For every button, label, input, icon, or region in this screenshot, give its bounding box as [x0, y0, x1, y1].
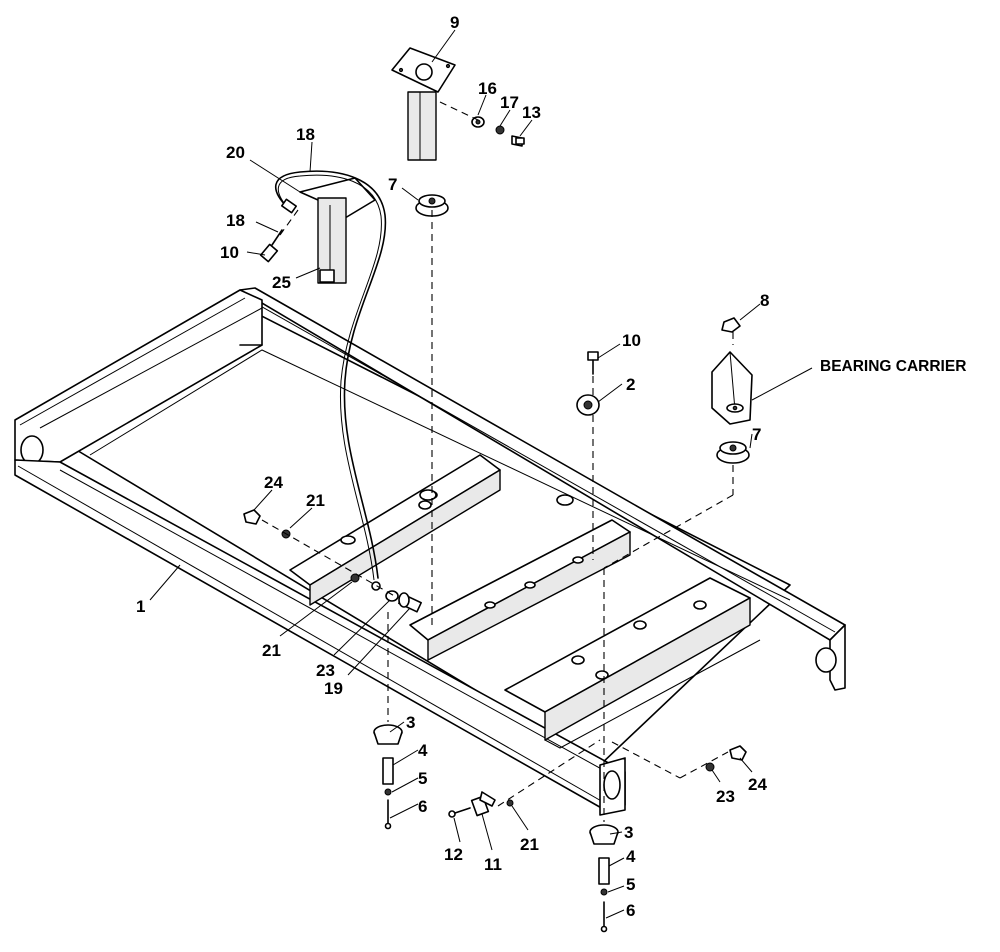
callout-7-top: 7: [388, 175, 397, 194]
callout-9: 9: [450, 13, 459, 32]
callout-3-left: 3: [406, 713, 415, 732]
assembly-lines: [261, 101, 734, 822]
callout-24-right: 24: [748, 775, 767, 794]
callout-18-top: 17: [500, 93, 519, 112]
callout-5-left: 5: [418, 769, 427, 788]
callout-3-right: 3: [624, 823, 633, 842]
callout-1: 1: [136, 597, 145, 616]
callout-21-mid: 21: [262, 641, 281, 660]
leader-lines: [149, 29, 813, 919]
bolt-10: [587, 351, 599, 375]
front-end-hole: [603, 770, 621, 800]
callout-2: 2: [626, 375, 635, 394]
callout-21-top: 20: [226, 143, 245, 162]
cable-19: [274, 170, 387, 579]
washer-21-mid: [350, 573, 360, 583]
callout-22: 21: [306, 491, 325, 510]
grommet-7-top: [415, 194, 449, 217]
callout-6-right: 6: [626, 901, 635, 920]
hardware-16-17-18: [471, 116, 525, 147]
callout-17: 16: [478, 79, 497, 98]
isolator-stack-right: [589, 824, 619, 933]
callout-13: 12: [444, 845, 463, 864]
callout-7-right: 7: [752, 425, 761, 444]
callout-16: 13: [522, 103, 541, 122]
callout-18-left: 18: [226, 211, 245, 230]
callout-21-bottom: 21: [520, 835, 539, 854]
callout-4-left: 4: [418, 741, 428, 760]
base-frame: [14, 287, 846, 816]
callout-24-left: 24: [264, 473, 283, 492]
callout-6-left: 6: [418, 797, 427, 816]
right-rail-hole: [815, 647, 837, 673]
callout-12: 11: [484, 855, 502, 874]
hardware-12-13: [448, 791, 514, 818]
clamp-2: [576, 394, 600, 416]
callout-20: 19: [324, 679, 343, 698]
bearing-carrier: [711, 351, 753, 425]
callout-8: 8: [760, 291, 769, 310]
callout-5-right: 5: [626, 875, 635, 894]
callout-labels: 9 16 17 13 7 18 20 18 10 25 10 2 8 7 BEA…: [136, 13, 966, 920]
callout-23-right: 23: [716, 787, 735, 806]
nut-8: [721, 317, 741, 333]
bracket-25: [299, 177, 376, 284]
right-end-rail: [829, 624, 846, 691]
washer-23-right: [705, 762, 715, 772]
callout-19: 18: [296, 125, 315, 144]
nut-24-right: [729, 745, 747, 761]
grommet-7-right: [716, 441, 750, 464]
bolt-20: [398, 592, 422, 613]
callout-4-right: 4: [626, 847, 636, 866]
washer-23-mid: [385, 590, 399, 602]
isolator-stack-left: [373, 724, 403, 830]
nut-24-left: [243, 509, 261, 525]
callout-23-mid: 23: [316, 661, 335, 680]
hardware-11-18: [259, 229, 283, 263]
callout-25: 25: [272, 273, 291, 292]
callout-10-label: 10: [622, 331, 641, 350]
bearing-carrier-label: BEARING CARRIER: [820, 358, 966, 375]
mount-post-9: [391, 47, 456, 161]
callout-11: 10: [220, 243, 239, 262]
